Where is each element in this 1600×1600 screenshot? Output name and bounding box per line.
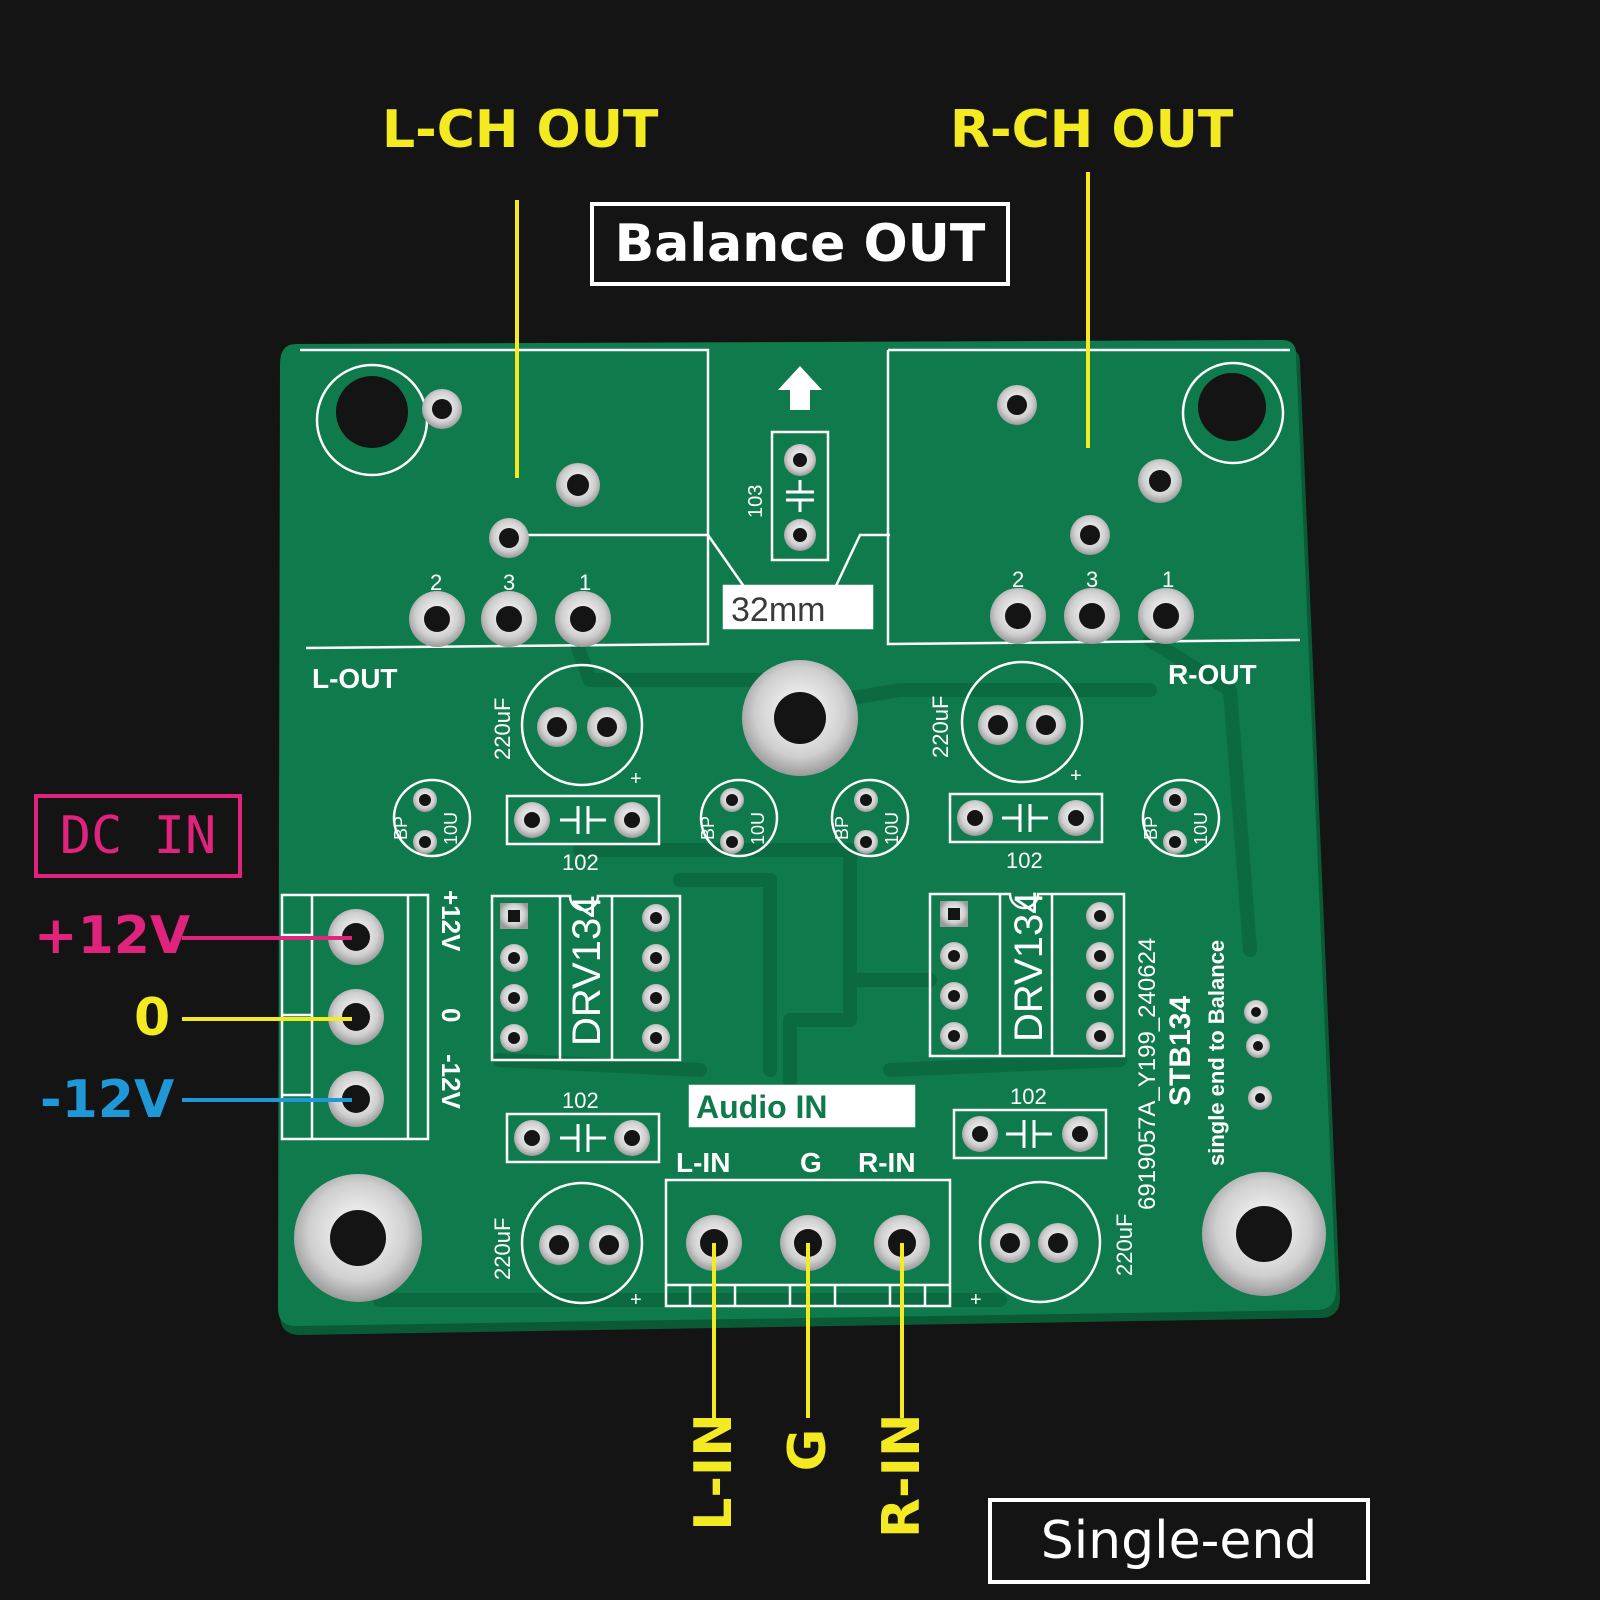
silk-desc: single end to Balance (1204, 940, 1229, 1166)
silk-0v: 0 (436, 1008, 466, 1022)
label-minus12v: -12V (40, 1070, 175, 1130)
label-plus12v: +12V (34, 906, 191, 966)
pcb-pads (294, 373, 1326, 1302)
silk-bp: BP (1141, 816, 1161, 840)
label-r-ch-out: R-CH OUT (950, 100, 1234, 160)
silk-102: 102 (1006, 848, 1043, 873)
silk-l-in: L-IN (676, 1147, 730, 1178)
silk-32mm: 32mm (731, 591, 825, 629)
silk-220uf: 220uF (928, 696, 953, 758)
silk-pin: 1 (1162, 567, 1174, 592)
silk-10u: 10U (748, 812, 768, 845)
silk-220uf: 220uF (490, 698, 515, 760)
silk-drv134: DRV134 (565, 896, 609, 1046)
silk-audio-in: Audio IN (696, 1089, 828, 1125)
silk-cap-103: 103 (745, 485, 767, 518)
label-l-in: L-IN (684, 1413, 744, 1531)
arrow-up-icon (778, 366, 822, 410)
silk-102: 102 (562, 1088, 599, 1113)
silk-10u: 10U (441, 812, 461, 845)
label-zero: 0 (134, 988, 171, 1048)
silk-pin: 3 (1086, 567, 1098, 592)
label-single-end: Single-end (988, 1498, 1370, 1584)
silk-text: L-OUT R-OUT 2 3 1 2 3 1 103 32mm 220uF 2… (312, 485, 1257, 1311)
label-l-ch-out: L-CH OUT (382, 100, 659, 160)
cap-symbols (560, 480, 1052, 1152)
silk-plus: + (630, 768, 642, 790)
silk-102: 102 (562, 850, 599, 875)
silk-plus: + (630, 1289, 642, 1311)
label-g: G (778, 1428, 838, 1472)
silk-minus12v: -12V (436, 1054, 466, 1110)
silk-r-out: R-OUT (1168, 659, 1257, 690)
silk-drv134: DRV134 (1007, 892, 1051, 1042)
silk-10u: 10U (882, 812, 902, 845)
silk-pin: 3 (503, 570, 515, 595)
silk-220uf: 220uF (490, 1218, 515, 1280)
silk-bp: BP (698, 816, 718, 840)
silk-bp: BP (832, 816, 852, 840)
silk-pin: 2 (1012, 567, 1024, 592)
silk-stb134: STB134 (1164, 996, 1197, 1106)
silk-pin: 2 (430, 570, 442, 595)
silk-r-in: R-IN (858, 1147, 916, 1178)
silk-plus: + (1070, 765, 1082, 787)
silk-plus: + (970, 1289, 982, 1311)
silk-102: 102 (1010, 1084, 1047, 1109)
label-r-in: R-IN (872, 1413, 932, 1539)
annotation-lines (182, 172, 1090, 1418)
silk-l-out: L-OUT (312, 663, 398, 694)
silk-220uf: 220uF (1112, 1214, 1137, 1276)
label-dc-in: DC IN (34, 794, 242, 878)
silk-serial: 6919057A_Y199_240624 (1134, 938, 1161, 1210)
silk-bp: BP (391, 816, 411, 840)
silk-pin: 1 (579, 570, 591, 595)
silk-g: G (800, 1147, 822, 1178)
silk-10u: 10U (1191, 812, 1211, 845)
silk-plus12v: +12V (436, 890, 466, 952)
label-balance-out: Balance OUT (590, 202, 1010, 286)
